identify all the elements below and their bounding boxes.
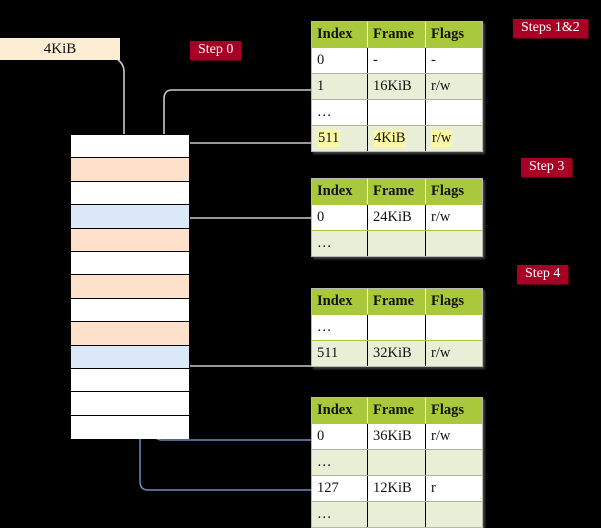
cell-flags — [426, 231, 482, 256]
cell-flags: - — [431, 52, 436, 68]
memory-row — [71, 228, 189, 252]
cell-frame: 16KiB — [368, 74, 426, 99]
cell-frame: 32KiB — [368, 341, 426, 366]
memory-row — [71, 322, 189, 346]
table-header-row: Index Frame Flags — [312, 289, 482, 314]
cell-frame: 24KiB — [368, 205, 426, 230]
table-row[interactable]: … — [312, 230, 482, 256]
column-header-frame: Frame — [368, 179, 426, 204]
cell-index: 511 — [312, 341, 368, 366]
cell-index: 511 — [312, 126, 368, 151]
cell-frame — [368, 100, 426, 125]
memory-row — [71, 251, 189, 276]
highlight-frame: 4KiB — [373, 130, 407, 147]
table-row-highlighted[interactable]: 511 4KiB r/w — [312, 125, 482, 151]
badge-steps-1-2: Steps 1&2 — [513, 19, 588, 38]
badge-step-3: Step 3 — [521, 158, 573, 177]
cell-flags: r/w — [431, 78, 451, 94]
column-header-flags: Flags — [426, 289, 482, 314]
table-row[interactable]: 0 36KiB r/w — [312, 423, 482, 449]
column-header-index: Index — [312, 398, 368, 423]
memory-row — [71, 368, 189, 393]
table-row[interactable]: … — [312, 449, 482, 475]
cell-flags — [426, 450, 482, 475]
cell-index: 1 — [312, 74, 368, 99]
cell-flags: r/w — [431, 428, 451, 444]
memory-row — [71, 181, 189, 206]
table-header-row: Index Frame Flags — [312, 398, 482, 423]
column-header-frame: Frame — [368, 398, 426, 423]
cell-flags: r/w — [431, 209, 451, 225]
memory-row — [71, 415, 189, 440]
table-row[interactable]: 1 16KiB r/w — [312, 73, 482, 99]
column-header-flags: Flags — [426, 398, 482, 423]
cell-frame — [368, 502, 426, 527]
memory-row — [71, 205, 189, 229]
memory-row — [71, 392, 189, 416]
table-header-row: Index Frame Flags — [312, 22, 482, 47]
page-table-level-2: Index Frame Flags … 511 32KiB r/w — [311, 288, 483, 367]
cell-frame: 12KiB — [368, 476, 426, 501]
physical-memory-column — [70, 134, 190, 440]
column-header-index: Index — [312, 179, 368, 204]
memory-row — [71, 298, 189, 323]
table-row[interactable]: … — [312, 99, 482, 125]
column-header-flags: Flags — [426, 22, 482, 47]
virtual-address-label: 4KiB — [43, 40, 77, 57]
cell-flags — [426, 315, 482, 340]
cell-flags: r/w — [431, 345, 451, 361]
table-row[interactable]: … — [312, 501, 482, 527]
table-row[interactable]: … — [312, 314, 482, 340]
memory-row — [71, 275, 189, 299]
table-header-row: Index Frame Flags — [312, 179, 482, 204]
memory-row — [71, 158, 189, 182]
cell-flags: r — [431, 480, 436, 496]
column-header-index: Index — [312, 289, 368, 314]
column-header-index: Index — [312, 22, 368, 47]
cell-frame — [368, 231, 426, 256]
cell-frame: - — [368, 48, 426, 73]
cell-frame — [368, 450, 426, 475]
cell-frame: 36KiB — [368, 424, 426, 449]
column-header-frame: Frame — [368, 22, 426, 47]
table-row[interactable]: 127 12KiB r — [312, 475, 482, 501]
cell-flags — [426, 502, 482, 527]
badge-step-0: Step 0 — [190, 41, 242, 60]
highlight-index: 511 — [317, 130, 341, 147]
cell-index: 0 — [312, 424, 368, 449]
cell-frame: 4KiB — [368, 126, 426, 151]
table-row[interactable]: 511 32KiB r/w — [312, 340, 482, 366]
highlight-flags: r/w — [431, 130, 453, 147]
cell-index: … — [312, 100, 368, 125]
cell-flags: r/w — [426, 126, 482, 151]
column-header-frame: Frame — [368, 289, 426, 314]
cell-index: … — [312, 231, 368, 256]
cell-index: … — [312, 315, 368, 340]
page-table-level-1: Index Frame Flags 0 24KiB r/w … — [311, 178, 483, 257]
wire-t1r0-to-mem — [183, 217, 320, 266]
wire-t0r511-to-mem — [173, 142, 320, 252]
column-header-flags: Flags — [426, 179, 482, 204]
memory-row — [71, 135, 189, 159]
virtual-address-box: 4KiB — [0, 38, 120, 60]
page-table-level-3: Index Frame Flags 0 36KiB r/w … 127 12Ki… — [311, 397, 483, 528]
cell-index: 0 — [312, 205, 368, 230]
page-table-level-0: Index Frame Flags 0 - - 1 16KiB r/w … 51… — [311, 21, 483, 152]
cell-flags — [426, 100, 482, 125]
table-row[interactable]: 0 - - — [312, 47, 482, 73]
cell-index: 0 — [312, 48, 368, 73]
cell-index: 127 — [312, 476, 368, 501]
cell-index: … — [312, 502, 368, 527]
table-row[interactable]: 0 24KiB r/w — [312, 204, 482, 230]
badge-step-4: Step 4 — [517, 265, 569, 284]
cell-frame — [368, 315, 426, 340]
memory-row — [71, 345, 189, 369]
cell-index: … — [312, 450, 368, 475]
